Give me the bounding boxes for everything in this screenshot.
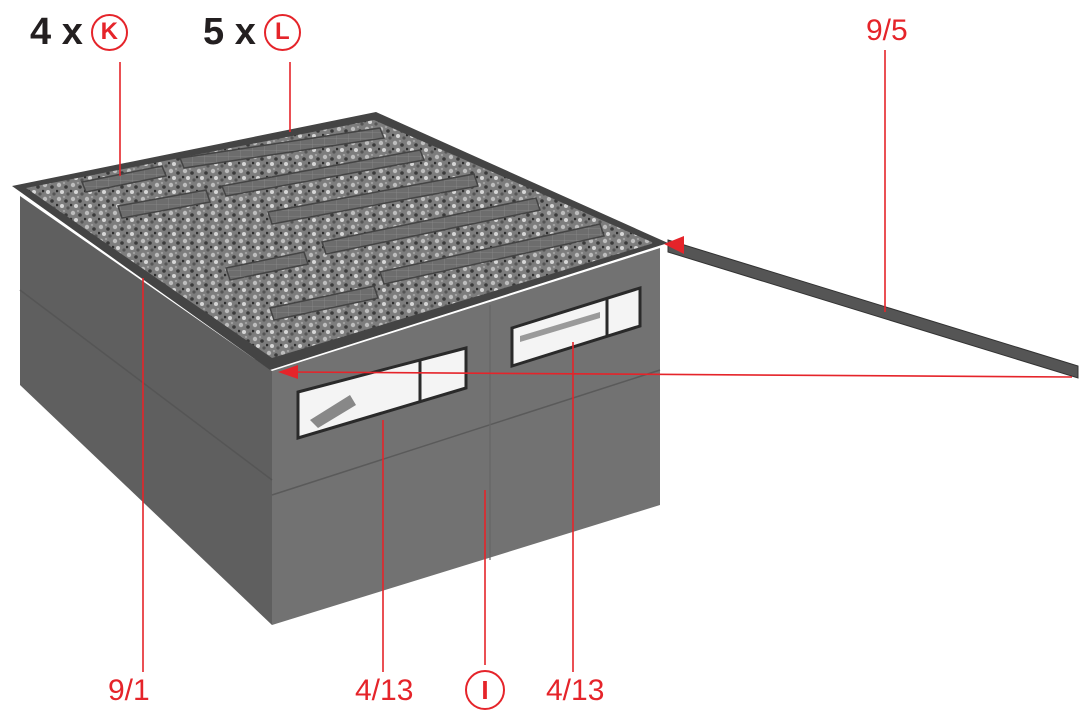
quantity-k-count: 4 x (30, 10, 83, 53)
part-badge-i: I (465, 670, 505, 710)
left-wall (20, 196, 272, 625)
callout-label-4-13-right: 4/13 (546, 674, 605, 707)
arrowhead-front-corner (278, 365, 298, 379)
rim-strip-part (667, 239, 1079, 379)
part-badge-k: K (90, 13, 128, 51)
callout-label-4-13-left: 4/13 (355, 674, 414, 707)
callout-label-9-5: 9/5 (866, 14, 908, 47)
quantity-l: 5 x L (203, 8, 301, 56)
window-left (296, 346, 468, 441)
part-badge-l: L (263, 13, 301, 51)
quantity-k: 4 x K (30, 8, 128, 56)
window-right (510, 285, 642, 369)
quantity-l-count: 5 x (203, 10, 256, 53)
solar-panels-L (178, 127, 605, 285)
callout-lines (119, 50, 1073, 672)
callout-label-9-1: 9/1 (108, 674, 150, 707)
solar-panels-K (80, 165, 379, 321)
arrowhead-roof-corner (664, 236, 684, 254)
